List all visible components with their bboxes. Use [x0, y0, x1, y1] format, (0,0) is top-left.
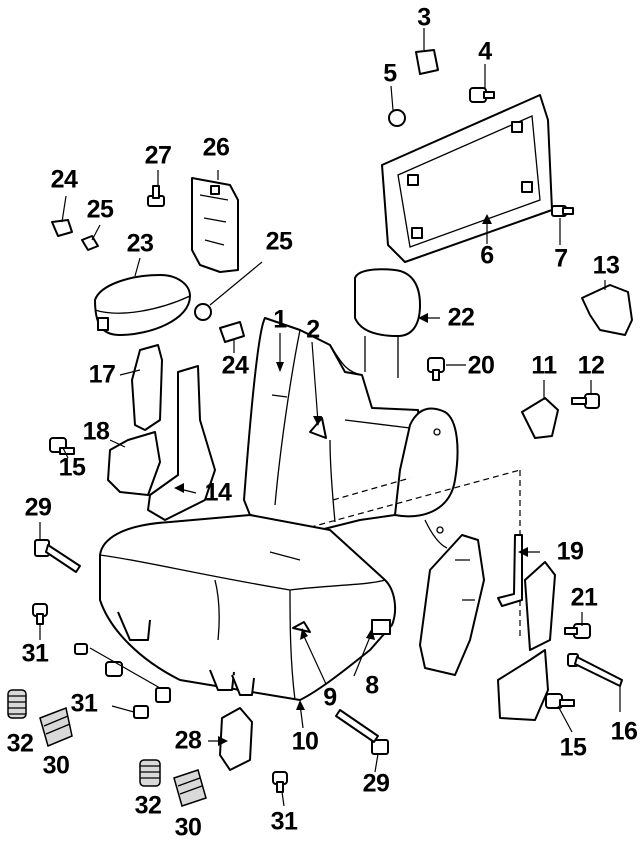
bolt-20: [427, 357, 445, 381]
callout-29a: 29: [24, 493, 52, 522]
callout-15a: 15: [58, 453, 86, 482]
bolt-15b: [545, 693, 575, 709]
hinge-plate-14: [147, 365, 216, 521]
callout-13: 13: [592, 251, 620, 280]
side-cover-17: [131, 344, 163, 431]
callout-3: 3: [417, 3, 431, 32]
callout-26: 26: [202, 133, 230, 162]
bolt-21: [564, 623, 591, 639]
headrest: [354, 268, 421, 378]
rod-19: [497, 534, 523, 607]
long-bolt-29b: [335, 709, 389, 755]
spring-32a: [7, 689, 27, 719]
nut-5: [388, 109, 406, 127]
clip-3: [415, 49, 439, 75]
callout-31b: 31: [70, 689, 98, 718]
bolt-31c: [272, 771, 288, 793]
seat-frame-panel: [381, 94, 553, 263]
latch-11: [521, 397, 559, 439]
callout-30a: 30: [42, 751, 70, 780]
callout-7: 7: [554, 244, 568, 273]
bolt-4: [469, 87, 495, 103]
callout-14: 14: [204, 478, 232, 507]
callout-25a: 25: [86, 195, 114, 224]
bolt-27: [147, 185, 165, 207]
leader-lines: [39, 28, 621, 807]
bolt-31b: [74, 643, 171, 719]
callout-5: 5: [383, 59, 397, 88]
callout-32a: 32: [6, 729, 34, 758]
coil-30a: [39, 706, 73, 748]
callout-24b: 24: [221, 351, 249, 380]
callout-6: 6: [480, 241, 494, 270]
callout-31a: 31: [21, 639, 49, 668]
side-hinge-right: [419, 534, 485, 676]
bolt-15a: [49, 437, 75, 455]
callout-27: 27: [144, 141, 172, 170]
callout-10: 10: [291, 727, 319, 756]
nut-25b: [194, 303, 212, 321]
callout-17: 17: [88, 360, 116, 389]
callout-22: 22: [447, 303, 475, 332]
bolt-12: [571, 393, 600, 409]
seat-tag: [309, 417, 327, 439]
callout-8: 8: [365, 671, 379, 700]
spring-32b: [139, 759, 161, 787]
bolt-31a: [32, 603, 48, 625]
callout-21: 21: [570, 583, 598, 612]
callout-24a: 24: [50, 165, 78, 194]
leader-arrows: [174, 214, 528, 746]
callout-18: 18: [82, 417, 110, 446]
bracket-13: [581, 284, 633, 336]
callout-30b: 30: [174, 813, 202, 842]
callout-32b: 32: [134, 791, 162, 820]
seat-cushion: [99, 514, 397, 701]
callout-2: 2: [306, 315, 320, 344]
screw-7: [551, 205, 574, 217]
clip-24a: [51, 219, 73, 237]
side-cover-right: [524, 561, 556, 651]
armrest: [94, 274, 191, 336]
callout-9: 9: [323, 683, 337, 712]
clip-24b: [219, 321, 245, 343]
bracket-right: [497, 649, 549, 721]
bracket-18: [107, 431, 161, 496]
seat-back: [243, 317, 459, 549]
callout-12: 12: [577, 351, 605, 380]
bracket-28: [219, 707, 253, 771]
callout-29b: 29: [362, 769, 390, 798]
armrest-bracket: [191, 177, 239, 273]
callout-1: 1: [273, 305, 287, 334]
callout-28: 28: [174, 726, 202, 755]
coil-30b: [173, 769, 207, 807]
callout-20: 20: [467, 351, 495, 380]
callout-19: 19: [556, 537, 584, 566]
callout-25b: 25: [265, 227, 293, 256]
long-bolt-29a: [34, 539, 81, 573]
callout-11: 11: [531, 351, 557, 380]
callout-23: 23: [126, 229, 154, 258]
rod-16: [567, 653, 623, 687]
callout-16: 16: [610, 717, 638, 746]
callout-15b: 15: [559, 733, 587, 762]
callout-31c: 31: [270, 807, 298, 836]
pin-25a: [81, 235, 99, 251]
callout-4: 4: [478, 37, 492, 66]
